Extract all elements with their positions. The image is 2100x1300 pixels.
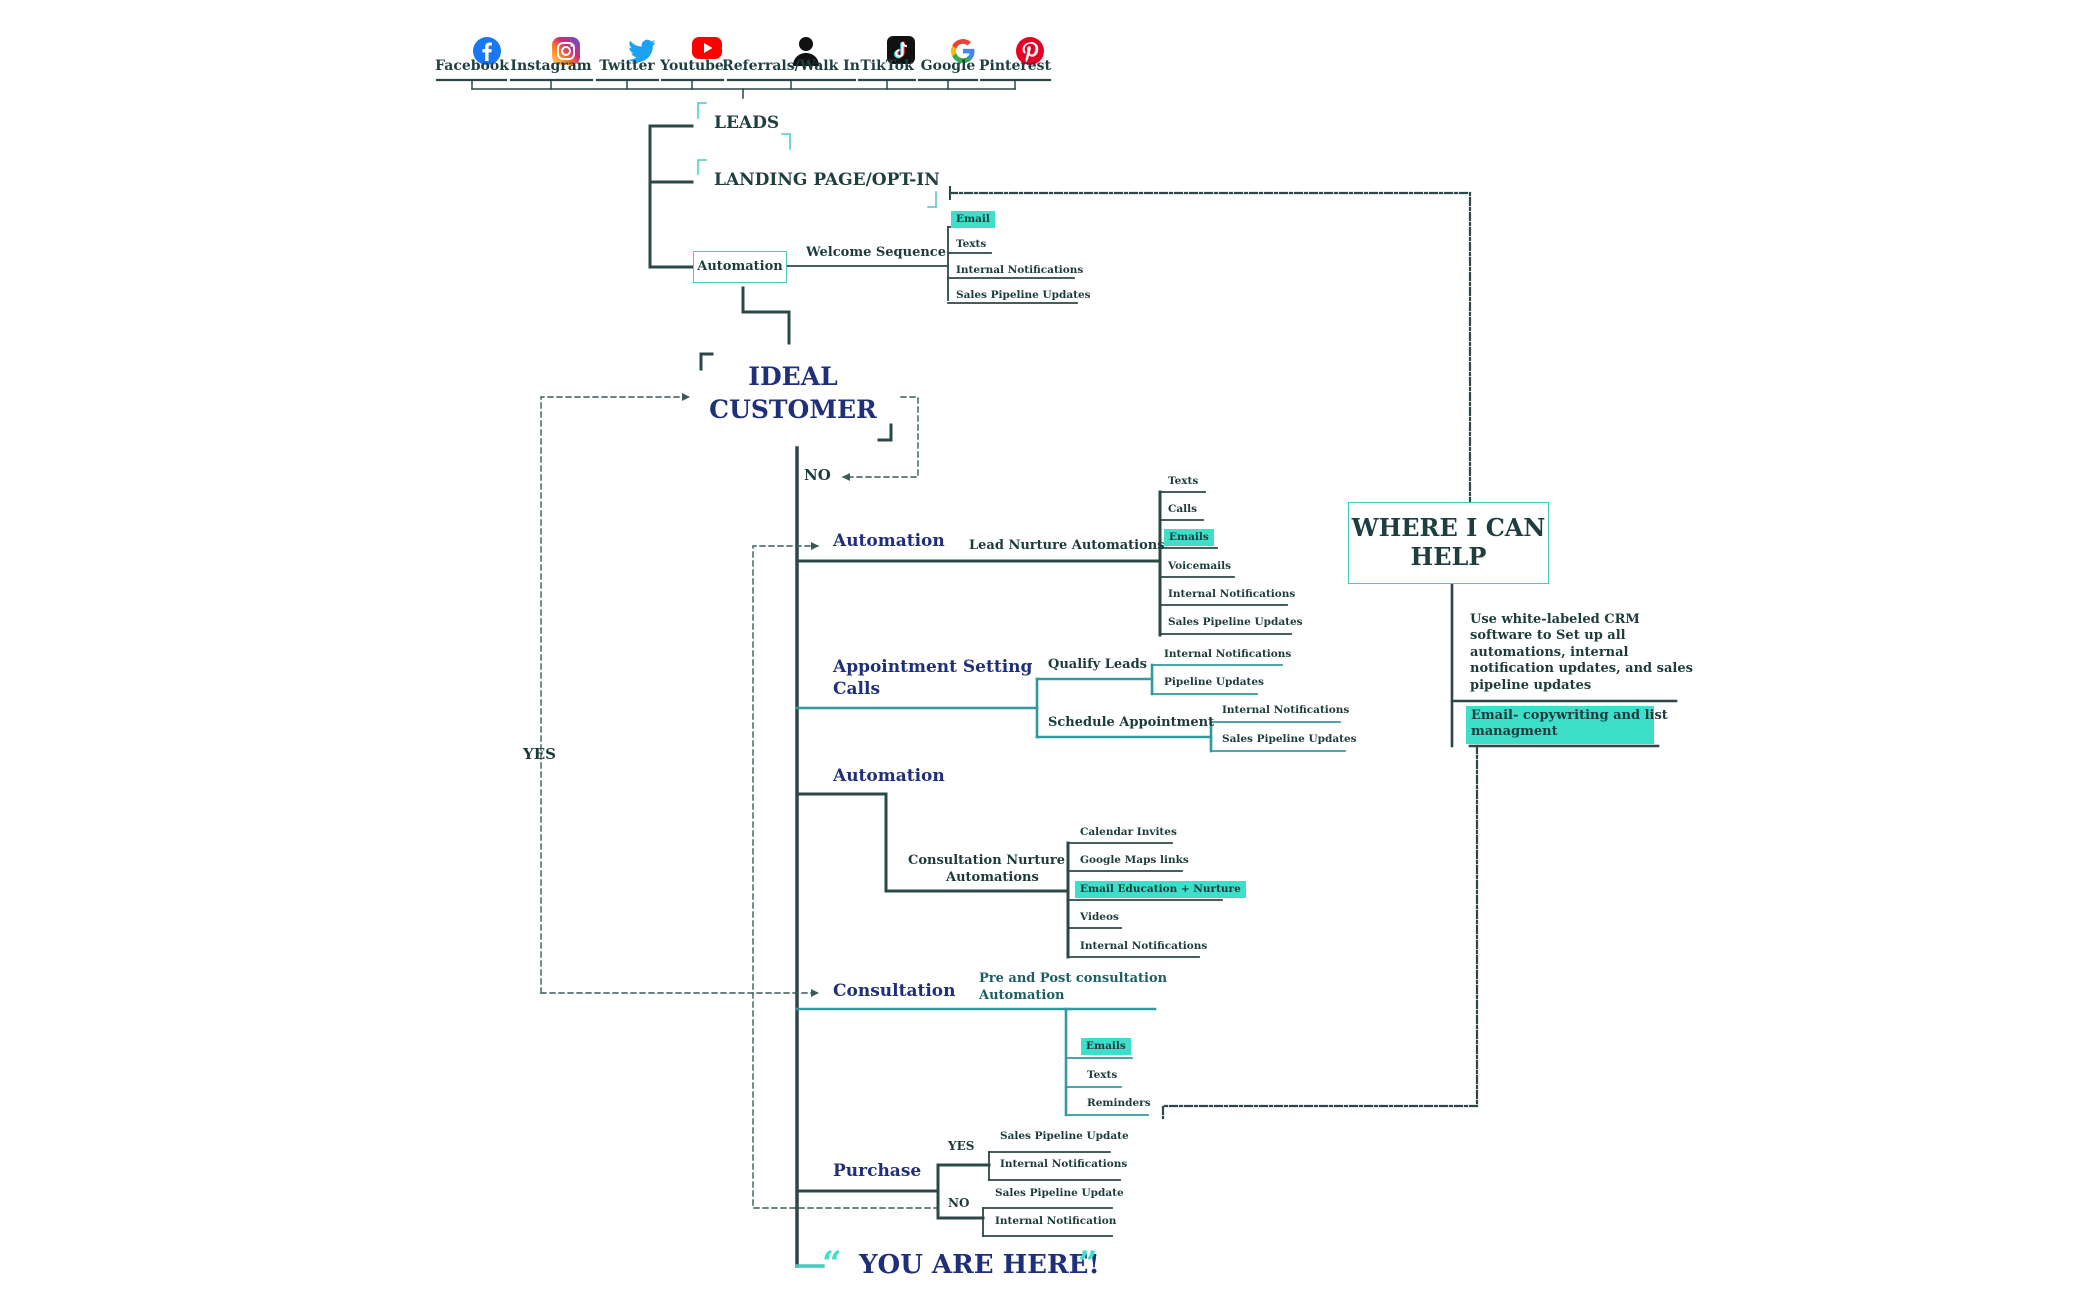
where-i-can-help-line1: WHERE I CAN	[1351, 513, 1546, 543]
appointment-title-line2: Calls	[833, 679, 881, 699]
email-copywriting-highlight	[1466, 706, 1654, 744]
consult-nurture-label-line2: Automations	[946, 870, 1039, 885]
purchase-no-label: NO	[948, 1196, 970, 1210]
nurture-item-calls: Calls	[1168, 503, 1198, 515]
welcome-item-email: Email	[951, 211, 995, 228]
help-desc-line5: pipeline updates	[1470, 678, 1592, 693]
help-desc-line1: Use white-labeled CRM	[1470, 612, 1640, 627]
schedule-item-internal-notifications: Internal Notifications	[1222, 704, 1350, 716]
you-are-here-label: YOU ARE HERE!	[859, 1250, 1100, 1280]
schedule-appointment-label: Schedule Appointment	[1048, 715, 1215, 730]
consult-item-email-education: Email Education + Nurture	[1075, 881, 1246, 898]
lead-nurture-label: Lead Nurture Automations	[969, 538, 1165, 553]
qualify-item-pipeline-updates: Pipeline Updates	[1164, 676, 1264, 688]
help-desc-line3: automations, internal	[1470, 645, 1629, 660]
purchase-yes-item-internal-notifications: Internal Notifications	[1000, 1158, 1128, 1170]
pre-post-label-line1: Pre and Post consultation	[979, 971, 1168, 986]
schedule-item-sales-pipeline: Sales Pipeline Updates	[1222, 733, 1357, 745]
nurture-item-emails: Emails	[1164, 529, 1214, 546]
open-quote-icon: “	[822, 1244, 842, 1284]
nurture-item-texts: Texts	[1168, 475, 1199, 487]
consultation-item-emails: Emails	[1081, 1038, 1131, 1055]
help-email-line2: managment	[1471, 724, 1558, 739]
purchase-title: Purchase	[833, 1161, 922, 1181]
no-label: NO	[804, 466, 831, 484]
nurture-automation-title: Automation	[833, 531, 945, 551]
welcome-item-texts: Texts	[956, 238, 987, 250]
help-desc-line2: software to Set up all	[1470, 628, 1626, 643]
yes-label: YES	[523, 745, 556, 763]
welcome-item-sales-pipeline: Sales Pipeline Updates	[956, 289, 1091, 301]
welcome-item-internal-notifications: Internal Notifications	[956, 264, 1084, 276]
consult-item-calendar-invites: Calendar Invites	[1080, 826, 1177, 838]
source-label-tiktok[interactable]: TikTok	[860, 58, 914, 74]
nurture-item-voicemails: Voicemails	[1168, 560, 1232, 572]
purchase-no-item-internal-notification: Internal Notification	[995, 1215, 1117, 1227]
consultation-item-reminders: Reminders	[1087, 1097, 1151, 1109]
purchase-no-item-sales-pipeline: Sales Pipeline Update	[995, 1187, 1124, 1199]
purchase-yes-item-sales-pipeline: Sales Pipeline Update	[1000, 1130, 1129, 1142]
source-label-referrals[interactable]: Referrals/Walk In	[722, 58, 860, 74]
nurture-item-internal-notifications: Internal Notifications	[1168, 588, 1296, 600]
source-label-google[interactable]: Google	[920, 58, 976, 74]
help-desc-line4: notification updates, and sales	[1470, 661, 1693, 676]
consultation-item-texts: Texts	[1087, 1069, 1118, 1081]
consult-item-google-maps: Google Maps links	[1080, 854, 1189, 866]
consult-automation-title: Automation	[833, 766, 945, 786]
source-label-twitter[interactable]: Twitter	[599, 58, 655, 74]
ideal-customer-title-line2: CUSTOMER	[709, 395, 877, 424]
qualify-leads-label: Qualify Leads	[1048, 657, 1147, 672]
consultation-title: Consultation	[833, 981, 956, 1001]
purchase-yes-label: YES	[948, 1139, 975, 1153]
automation-box: Automation	[693, 251, 787, 283]
source-label-pinterest[interactable]: Pinterest	[978, 58, 1052, 74]
nurture-item-sales-pipeline: Sales Pipeline Updates	[1168, 616, 1303, 628]
source-label-facebook[interactable]: Facebook	[435, 58, 509, 74]
consult-nurture-label-line1: Consultation Nurture	[908, 853, 1065, 868]
automation-box-label: Automation	[697, 259, 783, 275]
where-i-can-help-box: WHERE I CAN HELP	[1348, 502, 1549, 584]
landing-page-label: LANDING PAGE/OPT-IN	[714, 170, 940, 190]
pre-post-label-line2: Automation	[979, 988, 1065, 1003]
source-label-instagram[interactable]: Instagram	[510, 58, 592, 74]
help-email-line1: Email- copywriting and list	[1471, 708, 1668, 723]
where-i-can-help-line2: HELP	[1410, 542, 1487, 571]
consult-item-videos: Videos	[1080, 911, 1119, 923]
close-quote-icon: ”	[1078, 1244, 1098, 1284]
qualify-item-internal-notifications: Internal Notifications	[1164, 648, 1292, 660]
consult-item-internal-notifications: Internal Notifications	[1080, 940, 1208, 952]
appointment-title-line1: Appointment Setting	[833, 657, 1033, 677]
welcome-sequence-label: Welcome Sequence	[806, 245, 946, 260]
source-label-youtube[interactable]: Youtube	[660, 58, 724, 74]
leads-label: LEADS	[714, 113, 780, 133]
ideal-customer-title-line1: IDEAL	[748, 362, 838, 391]
